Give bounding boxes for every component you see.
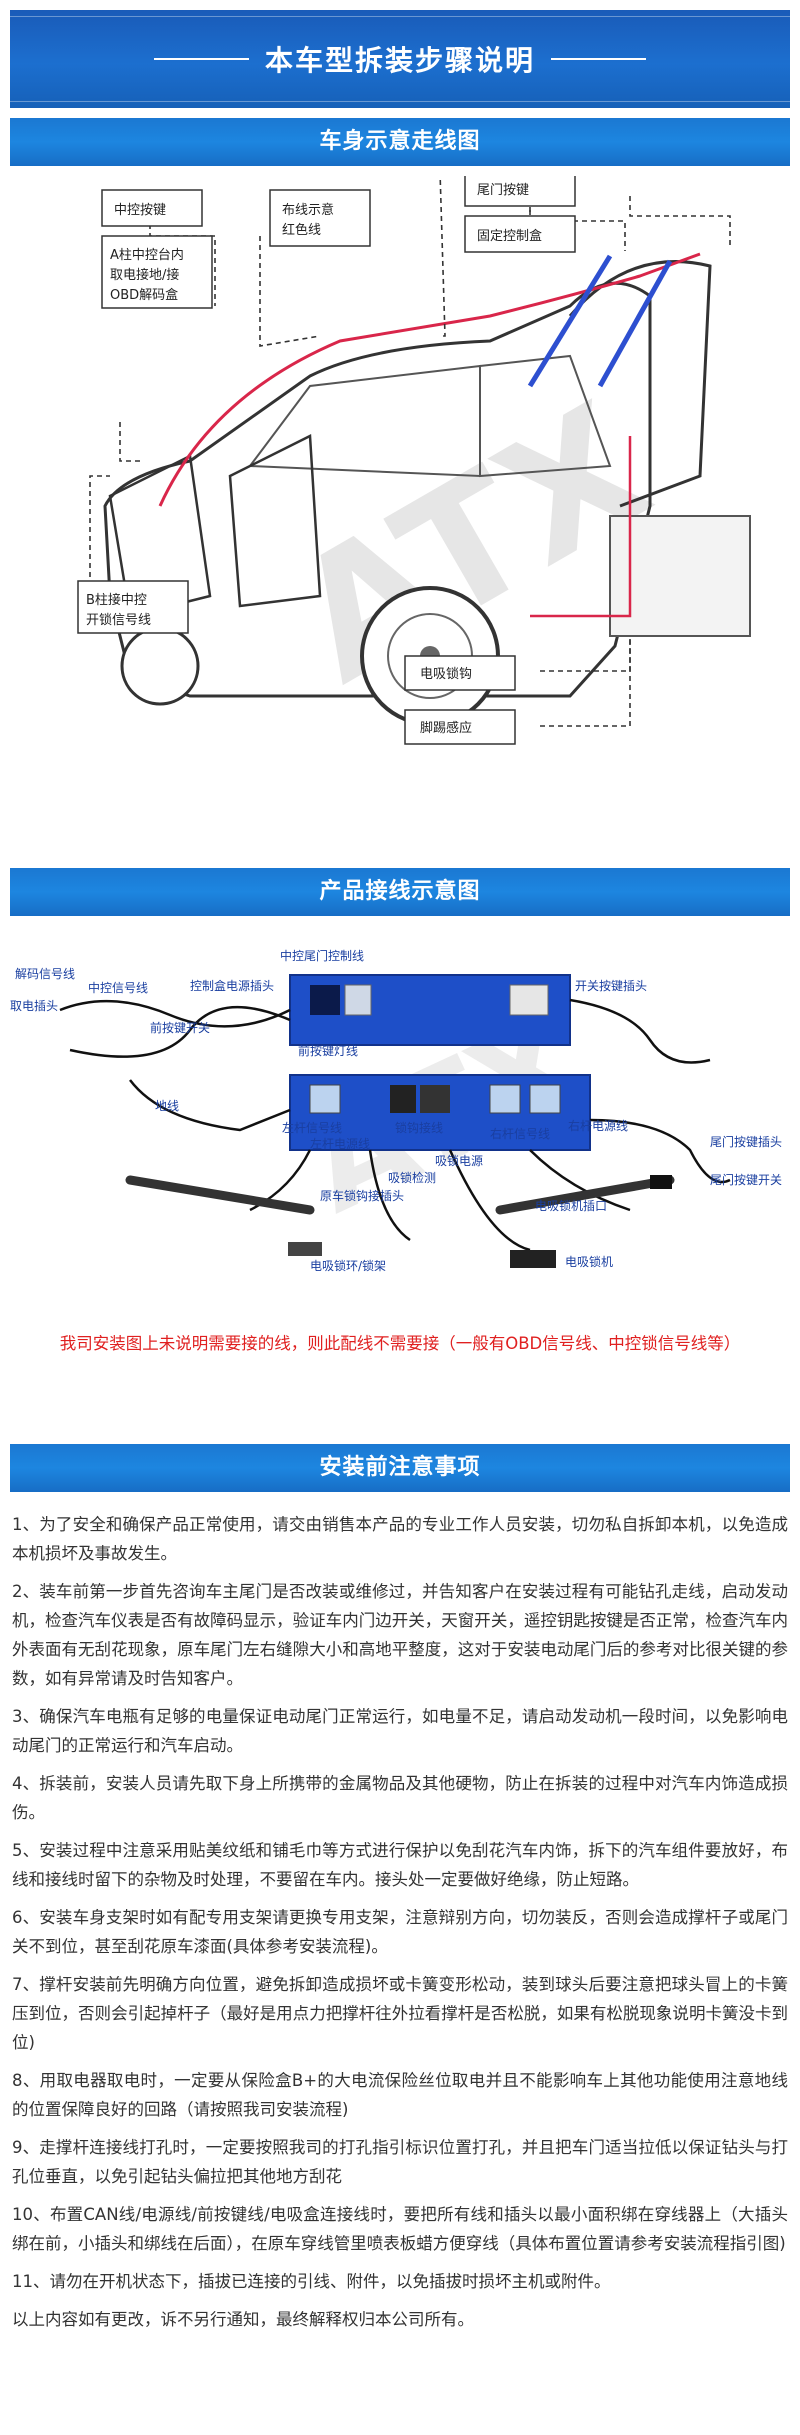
left-strut <box>527 254 613 388</box>
svg-text:尾门按键插头: 尾门按键插头 <box>710 1134 782 1149</box>
svg-text:开锁信号线: 开锁信号线 <box>86 612 151 628</box>
svg-text:锁钩接线: 锁钩接线 <box>395 1120 443 1135</box>
tailgate-button-switch-part <box>650 1175 672 1189</box>
wires <box>59 998 731 1252</box>
svg-text:电吸锁机: 电吸锁机 <box>565 1254 613 1269</box>
lock-machine-part <box>510 1250 556 1268</box>
bottom-socket-4 <box>489 1084 521 1114</box>
precaution-item: 10、布置CAN线/电源线/前按键线/电吸盒连接线时，要把所有线和插头以最小面积… <box>12 2205 788 2253</box>
red-warning-note: 我司安装图上未说明需要接的线，则此配线不需要接（一般有OBD信号线、中控锁信号线… <box>59 1334 741 1353</box>
open-tailgate <box>568 260 712 508</box>
svg-text:控制盒电源插头: 控制盒电源插头 <box>190 978 274 993</box>
rear-window-line <box>479 354 612 478</box>
precaution-item: 2、装车前第一步首先咨询车主尾门是否改装或维修过，并告知客户在安装过程有可能钻孔… <box>12 1582 788 1688</box>
precaution-item: 8、用取电器取电时，一定要从保险盒B+的大电流保险丝位取电并且不能影响车上其他功… <box>12 2071 788 2119</box>
svg-text:开关按键插头: 开关按键插头 <box>575 979 647 993</box>
precaution-item: 9、走撑杆连接线打孔时，一定要按照我司的打孔指引标识位置打孔，并且把车门适当拉低… <box>12 2138 788 2186</box>
svg-text:B柱接中控: B柱接中控 <box>86 592 147 608</box>
label-tailgate-button: 尾门按键 <box>464 176 576 207</box>
trunk-area <box>609 515 751 637</box>
bottom-socket-2 <box>390 1085 416 1113</box>
svg-text:右杆信号线: 右杆信号线 <box>490 1126 550 1141</box>
open-rear-door <box>228 434 322 608</box>
right-strut <box>597 259 673 388</box>
svg-text:解码信号线: 解码信号线 <box>15 967 75 981</box>
svg-text:左杆信号线: 左杆信号线 <box>282 1120 342 1135</box>
precaution-item: 5、安装过程中注意采用贴美纹纸和铺毛巾等方式进行保护以免刮花汽车内饰，拆下的汽车… <box>12 1841 788 1889</box>
bottom-socket-1 <box>309 1084 341 1114</box>
label-wiring-red: 布线示意 红色线 <box>269 189 371 247</box>
label-kick-sensor: 脚踢感应 <box>404 709 516 745</box>
precaution-item: 7、撑杆安装前先明确方向位置，避免拆卸造成损坏或卡簧变形松动，装到球头后要注意把… <box>12 1975 788 2052</box>
control-box-socket-2 <box>344 984 372 1016</box>
page-header-banner: 本车型拆装步骤说明 <box>10 10 790 108</box>
precautions-list: 1、为了安全和确保产品正常使用，请交由销售本产品的专业工作人员安装，切勿私自拆卸… <box>12 1510 788 2343</box>
svg-text:左杆电源线: 左杆电源线 <box>310 1136 370 1151</box>
svg-text:原车锁钩接插头: 原车锁钩接插头 <box>320 1188 404 1203</box>
svg-text:取电接地/接: 取电接地/接 <box>110 267 179 283</box>
svg-text:A柱中控台内: A柱中控台内 <box>110 247 184 263</box>
car-body-outline <box>103 281 652 698</box>
disclaimer: 以上内容如有更改，诉不另行通知，最终解释权归本公司所有。 <box>12 2310 474 2329</box>
left-strut-bar <box>125 1175 315 1215</box>
page-title: 本车型拆装步骤说明 <box>264 44 535 77</box>
header-line-left <box>153 58 249 60</box>
car-wiring-diagram: ATX <box>10 176 790 856</box>
precaution-item: 1、为了安全和确保产品正常使用，请交由销售本产品的专业工作人员安装，切勿私自拆卸… <box>12 1515 788 1563</box>
red-wiring-route <box>158 252 701 507</box>
precaution-item: 11、请勿在开机状态下，插拔已连接的引线、附件，以免插拔时损坏主机或附件。 <box>12 2272 611 2291</box>
svg-text:右杆电源线: 右杆电源线 <box>568 1118 628 1133</box>
car-diagram-svg: ATX <box>77 176 751 745</box>
svg-text:固定控制盒: 固定控制盒 <box>477 228 542 244</box>
svg-text:中控尾门控制线: 中控尾门控制线 <box>280 948 364 963</box>
precaution-item: 3、确保汽车电瓶有足够的电量保证电动尾门正常运行，如电量不足，请启动发动机一段时… <box>12 1707 788 1755</box>
svg-text:红色线: 红色线 <box>282 222 321 238</box>
label-electric-lock: 电吸锁钩 <box>404 655 516 691</box>
svg-text:脚踢感应: 脚踢感应 <box>420 720 472 736</box>
svg-text:前按键灯线: 前按键灯线 <box>298 1043 358 1058</box>
open-front-door <box>108 454 212 618</box>
svg-text:吸锁电源: 吸锁电源 <box>435 1153 483 1168</box>
control-box-socket-3 <box>509 984 549 1016</box>
svg-text:电吸锁环/锁架: 电吸锁环/锁架 <box>310 1258 386 1273</box>
svg-text:吸锁检测: 吸锁检测 <box>388 1170 436 1185</box>
svg-text:尾门按键开关: 尾门按键开关 <box>710 1172 782 1187</box>
svg-text:尾门按键: 尾门按键 <box>477 183 529 198</box>
control-box-socket-1 <box>310 985 340 1015</box>
svg-text:中控按键: 中控按键 <box>114 203 166 218</box>
label-a-pillar: A柱中控台内 取电接地/接 OBD解码盒 <box>101 235 213 309</box>
wiring-diagram-svg: ATX 中控尾门控制线 解码信号线 <box>10 948 782 1273</box>
svg-text:布线示意: 布线示意 <box>282 202 334 218</box>
label-fixed-control-box: 固定控制盒 <box>464 215 576 253</box>
section-title-car-diagram: 车身示意走线图 <box>10 118 790 166</box>
svg-text:中控信号线: 中控信号线 <box>88 980 148 995</box>
front-wheel <box>120 626 200 706</box>
bottom-socket-5 <box>529 1084 561 1114</box>
svg-text:地线: 地线 <box>155 1099 179 1113</box>
svg-text:OBD解码盒: OBD解码盒 <box>110 287 178 303</box>
lock-ring-part <box>288 1242 322 1256</box>
product-wiring-diagram: ATX 中控尾门控制线 解码信号线 <box>10 920 790 1320</box>
red-wiring-trunk <box>530 436 632 618</box>
section-title-precautions: 安装前注意事项 <box>10 1444 790 1492</box>
label-central-button: 中控按键 <box>101 189 203 227</box>
section-title-wiring-diagram: 产品接线示意图 <box>10 868 790 916</box>
svg-text:前按键开关: 前按键开关 <box>150 1020 210 1035</box>
precaution-item: 6、安装车身支架时如有配专用支架请更换专用支架，注意辩别方向，切勿装反，否则会造… <box>12 1908 788 1956</box>
svg-text:电吸锁机插口: 电吸锁机插口 <box>535 1198 607 1213</box>
header-line-right <box>551 58 646 60</box>
precaution-item: 4、拆装前，安装人员请先取下身上所携带的金属物品及其他硬物，防止在拆装的过程中对… <box>12 1774 788 1822</box>
svg-text:电吸锁钩: 电吸锁钩 <box>420 666 472 682</box>
bottom-socket-3 <box>420 1085 450 1113</box>
label-b-pillar: B柱接中控 开锁信号线 <box>77 580 189 634</box>
svg-text:取电插头: 取电插头 <box>10 999 58 1013</box>
right-strut-bar <box>495 1175 675 1215</box>
